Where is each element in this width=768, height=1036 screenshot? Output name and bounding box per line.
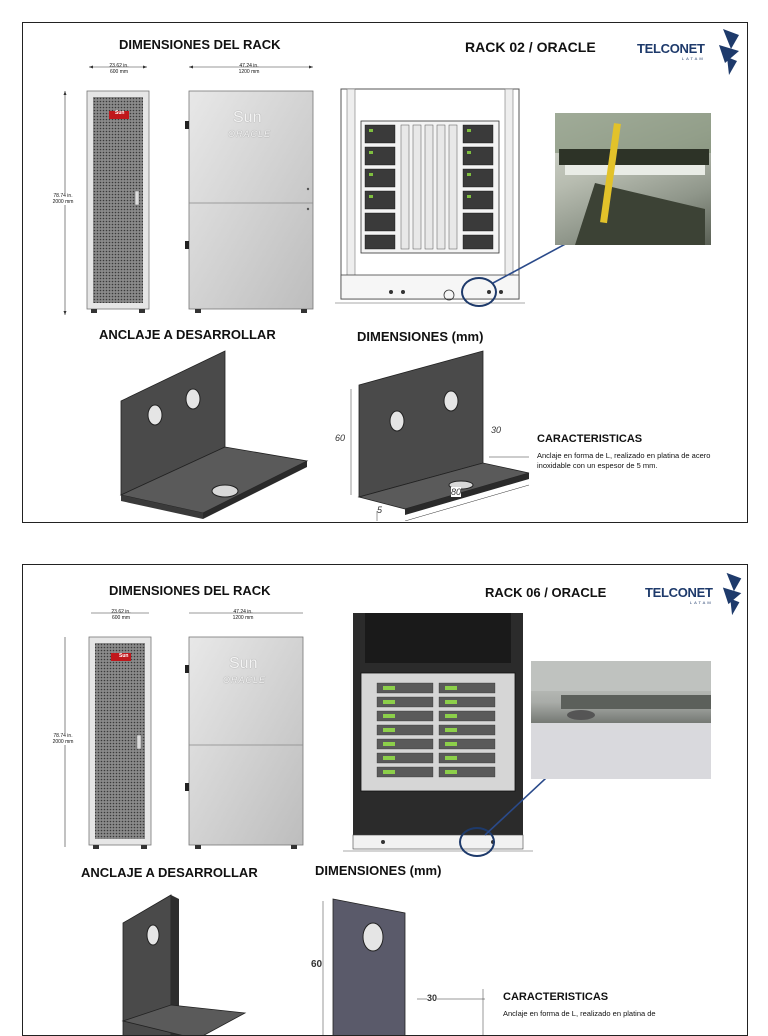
side-brand-sun: Sun: [233, 109, 262, 126]
dim-height-label: 60: [311, 959, 323, 970]
slide-rack-06: DIMENSIONES DEL RACK RACK 06 / ORACLE TE…: [22, 564, 748, 1036]
characteristics-title: CARACTERISTICAS: [503, 991, 609, 1003]
side-brand-sun: Sun: [229, 655, 258, 672]
logo-text: TELCONET: [637, 41, 705, 56]
anchor-title: ANCLAJE A DESARROLLAR: [99, 327, 276, 342]
rack-side-drawing: [185, 612, 304, 849]
depth-label: 47.24 in. 1200 mm: [238, 63, 260, 75]
logo-text: TELCONET: [645, 585, 713, 600]
l-anchor-dimensioned: [322, 898, 485, 1035]
side-brand-oracle: ORACLE: [228, 129, 272, 139]
front-brand: Sun: [119, 653, 129, 659]
side-brand-oracle: ORACLE: [223, 675, 267, 685]
characteristics-title: CARACTERISTICAS: [537, 433, 643, 445]
rack-front-drawing: [63, 65, 150, 315]
rack-dimensions-title: DIMENSIONES DEL RACK: [109, 583, 271, 598]
depth-label: 47.24 in. 1200 mm: [232, 609, 254, 621]
logo-subtext: LATAM: [689, 600, 713, 605]
dimensions-title: DIMENSIONES (mm): [315, 863, 442, 878]
dimensions-title: DIMENSIONES (mm): [357, 329, 484, 344]
rack-title: RACK 02 / ORACLE: [465, 39, 596, 55]
rack-side-drawing: [185, 65, 314, 313]
characteristics-text: Anclaje en forma de L, realizado en plat…: [503, 1009, 656, 1018]
telconet-logo: TELCONET LATAM: [637, 41, 705, 61]
dim-depth-label: 30: [427, 993, 438, 1003]
rack-foot-photo-icon: [531, 661, 711, 779]
telconet-logo-mark-icon: [719, 29, 739, 75]
dim-height-label: 60: [335, 433, 346, 443]
rack-open-drawing: [335, 88, 525, 304]
dim-thickness-label: 5: [377, 505, 383, 515]
l-anchor-3d: [119, 350, 309, 519]
dim-depth-label: 30: [491, 425, 502, 435]
anchor-point-highlight: [461, 277, 497, 307]
telconet-logo: TELCONET LATAM: [645, 585, 713, 605]
slide-rack-02: DIMENSIONES DEL RACK RACK 02 / ORACLE TE…: [22, 22, 748, 523]
rack-base-photo: [555, 113, 711, 245]
logo-subtext: LATAM: [681, 56, 705, 61]
rack-front-drawing: [64, 612, 152, 849]
front-brand: Sun: [115, 110, 125, 116]
height-label: 78.74 in. 2000 mm: [43, 733, 83, 745]
height-label: 78.74 in. 2000 mm: [43, 193, 83, 205]
rack-title: RACK 06 / ORACLE: [485, 585, 607, 600]
rack-dimensions-title: DIMENSIONES DEL RACK: [119, 37, 281, 52]
dim-length-label: 80: [451, 487, 462, 497]
telconet-logo-mark-icon: [722, 572, 742, 616]
characteristics-text: Anclaje en forma de L, realizado en plat…: [537, 451, 711, 470]
width-label: 23.62 in. 600 mm: [109, 63, 129, 75]
l-anchor-3d: [121, 894, 247, 1035]
rack-base-photo: [531, 661, 711, 779]
anchor-point-highlight: [459, 827, 495, 857]
l-anchor-dimensioned: [350, 350, 530, 521]
width-label: 23.62 in. 600 mm: [111, 609, 131, 621]
measuring-tape-icon: [555, 113, 711, 245]
anchor-title: ANCLAJE A DESARROLLAR: [81, 865, 258, 880]
